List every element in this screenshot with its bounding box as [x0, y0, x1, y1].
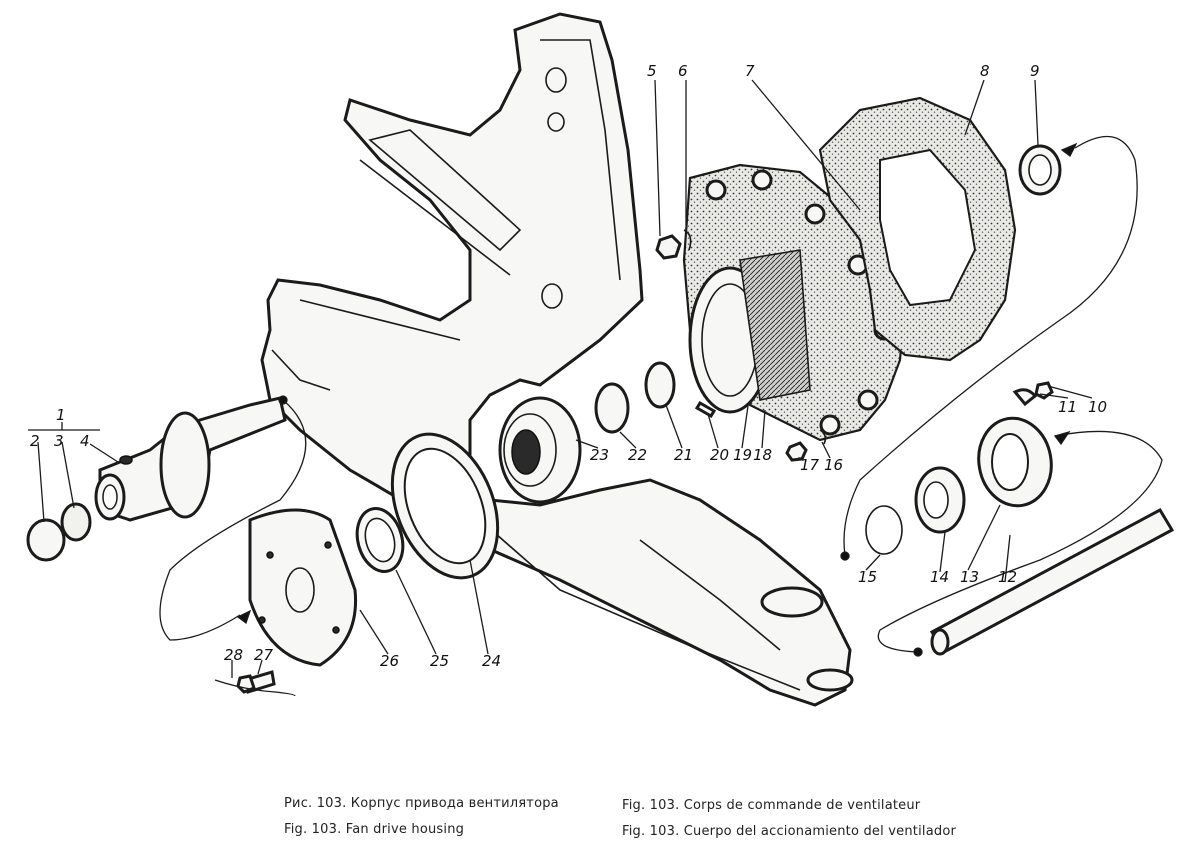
caption-es: Fig. 103. Cuerpo del accionamiento del v…: [622, 824, 957, 839]
gasket-25: [355, 507, 405, 573]
seal-24: [390, 432, 500, 580]
callout-21: 21: [674, 446, 693, 464]
callout-20: 20: [710, 446, 729, 464]
caption-en: Fig. 103. Fan drive housing: [284, 822, 465, 837]
callout-10: 10: [1088, 398, 1107, 416]
callout-11: 11: [1058, 398, 1077, 416]
callout-16: 16: [824, 456, 843, 474]
callout-3: 3: [54, 432, 64, 450]
callout-14: 14: [930, 568, 949, 586]
callout-12: 12: [998, 568, 1017, 586]
gear-housing: [682, 163, 907, 442]
callout-5: 5: [647, 62, 657, 80]
callout-17: 17: [800, 456, 820, 474]
shaft-12: [929, 508, 1175, 656]
callout-6: 6: [678, 62, 688, 80]
assembly-paths: [159, 135, 1163, 657]
housing-body: [260, 12, 854, 707]
bearing-23: [498, 396, 582, 504]
bolt-27: [214, 670, 296, 697]
callout-15: 15: [858, 568, 877, 586]
callout-19: 19: [733, 446, 752, 464]
gasket-8: [818, 96, 1017, 362]
flange-26: [248, 508, 358, 667]
callout-25: 25: [430, 652, 449, 670]
bushing-9: [1018, 144, 1062, 196]
callout-9: 9: [1030, 62, 1040, 80]
callout-18: 18: [753, 446, 772, 464]
callout-7: 7: [745, 62, 755, 80]
exploded-diagram: 1 2 3 4 5 6 7 8 9 10 11 12 13 14 15 16 1…: [26, 12, 1175, 707]
callout-22: 22: [628, 446, 647, 464]
callout-2: 2: [30, 432, 40, 450]
caption-fr: Fig. 103. Corps de commande de ventilate…: [622, 798, 921, 813]
callout-23: 23: [590, 446, 609, 464]
callout-8: 8: [980, 62, 990, 80]
small-parts: [594, 229, 1054, 462]
callout-13: 13: [960, 568, 979, 586]
parts-13-15: [865, 416, 1053, 555]
callout-1: 1: [56, 406, 66, 424]
caption-ru: Рис. 103. Корпус привода вентилятора: [284, 796, 559, 811]
callout-labels: 1 2 3 4 5 6 7 8 9 10 11 12 13 14 15 16 1…: [30, 62, 1107, 670]
callout-24: 24: [482, 652, 501, 670]
figure-captions: Рис. 103. Корпус привода вентилятора Fig…: [0, 770, 1190, 858]
shaft-assembly: [26, 396, 287, 562]
callout-27: 27: [254, 646, 274, 664]
diagram-canvas: 1 2 3 4 5 6 7 8 9 10 11 12 13 14 15 16 1…: [26, 12, 1175, 707]
callout-26: 26: [380, 652, 399, 670]
callout-28: 28: [224, 646, 243, 664]
leader-lines: [28, 79, 1093, 678]
callout-4: 4: [80, 432, 90, 450]
